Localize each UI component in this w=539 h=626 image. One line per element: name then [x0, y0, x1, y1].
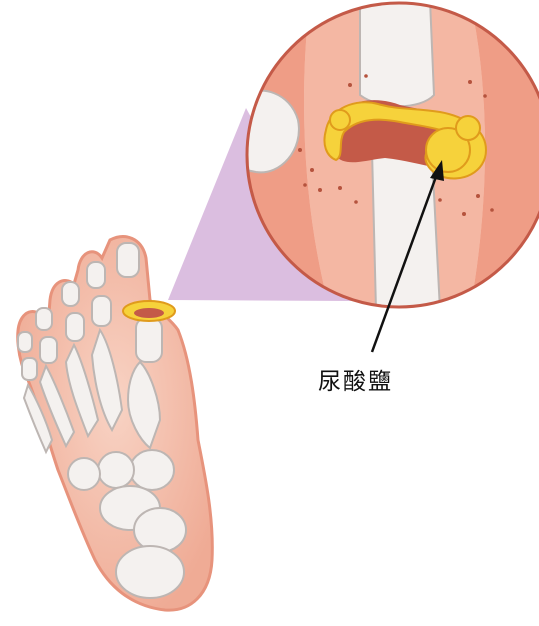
upper-bone	[360, 0, 434, 106]
joint-urate-deposit	[123, 301, 175, 321]
annotation-label: 尿酸鹽	[318, 362, 393, 396]
